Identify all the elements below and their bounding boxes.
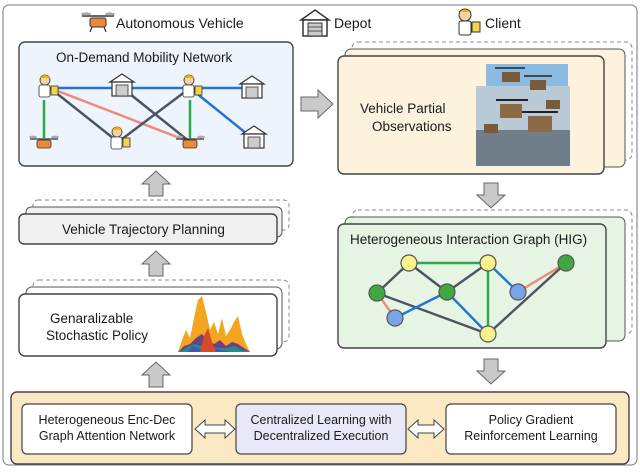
double-arrow-icon bbox=[407, 418, 445, 440]
observations-label-line1: Vehicle Partial bbox=[360, 101, 446, 116]
legend-vehicle-label: Autonomous Vehicle bbox=[116, 15, 244, 31]
hig-graph bbox=[368, 254, 575, 343]
arrow-down-icon bbox=[475, 358, 507, 385]
drone-icon bbox=[29, 135, 59, 149]
network-panel bbox=[18, 41, 294, 167]
client-icon bbox=[38, 74, 59, 98]
trajectory-panel bbox=[18, 213, 278, 245]
arrow-up-icon bbox=[140, 361, 172, 388]
observations-label-line2: Observations bbox=[372, 119, 452, 134]
client-icon bbox=[182, 74, 203, 98]
outer-frame bbox=[2, 4, 638, 466]
trajectory-label: Vehicle Trajectory Planning bbox=[62, 222, 225, 237]
arrow-down-icon bbox=[475, 182, 507, 209]
ctde-line1: Centralized Learning with bbox=[250, 413, 392, 427]
policy-label-line2: Stochastic Policy bbox=[46, 328, 149, 343]
pg-line1: Policy Gradient bbox=[488, 413, 574, 427]
policy-label-line1: Genaralizable bbox=[50, 311, 134, 326]
policy-distribution-plot bbox=[178, 296, 250, 352]
drone-photo bbox=[476, 64, 570, 166]
network-graph bbox=[42, 86, 253, 144]
ctde-box bbox=[235, 403, 407, 455]
depot-icon bbox=[298, 9, 332, 37]
encdec-line2: Graph Attention Network bbox=[38, 429, 176, 443]
drone-icon bbox=[175, 135, 205, 149]
hig-panel bbox=[337, 223, 607, 349]
double-arrow-icon bbox=[194, 418, 236, 440]
encdec-box bbox=[21, 403, 193, 455]
hig-title: Heterogeneous Interaction Graph (HIG) bbox=[350, 232, 588, 247]
arrow-right-icon bbox=[300, 88, 334, 120]
client-icon bbox=[458, 8, 481, 36]
legend-client-label: Client bbox=[485, 15, 521, 31]
arrow-up-icon bbox=[140, 250, 172, 277]
depot-icon bbox=[108, 73, 136, 97]
network-title: On-Demand Mobility Network bbox=[56, 50, 233, 65]
pg-line2: Reinforcement Learning bbox=[464, 429, 598, 443]
client-icon bbox=[110, 126, 131, 150]
depot-icon bbox=[238, 75, 266, 99]
legend-depot-label: Depot bbox=[334, 15, 372, 31]
pg-box bbox=[445, 403, 617, 455]
drone-icon bbox=[81, 12, 115, 33]
arrow-up-icon bbox=[140, 170, 172, 197]
depot-icon bbox=[240, 125, 268, 149]
encdec-line1: Heterogeneous Enc-Dec bbox=[38, 413, 176, 427]
ctde-line2: Decentralized Execution bbox=[253, 429, 389, 443]
